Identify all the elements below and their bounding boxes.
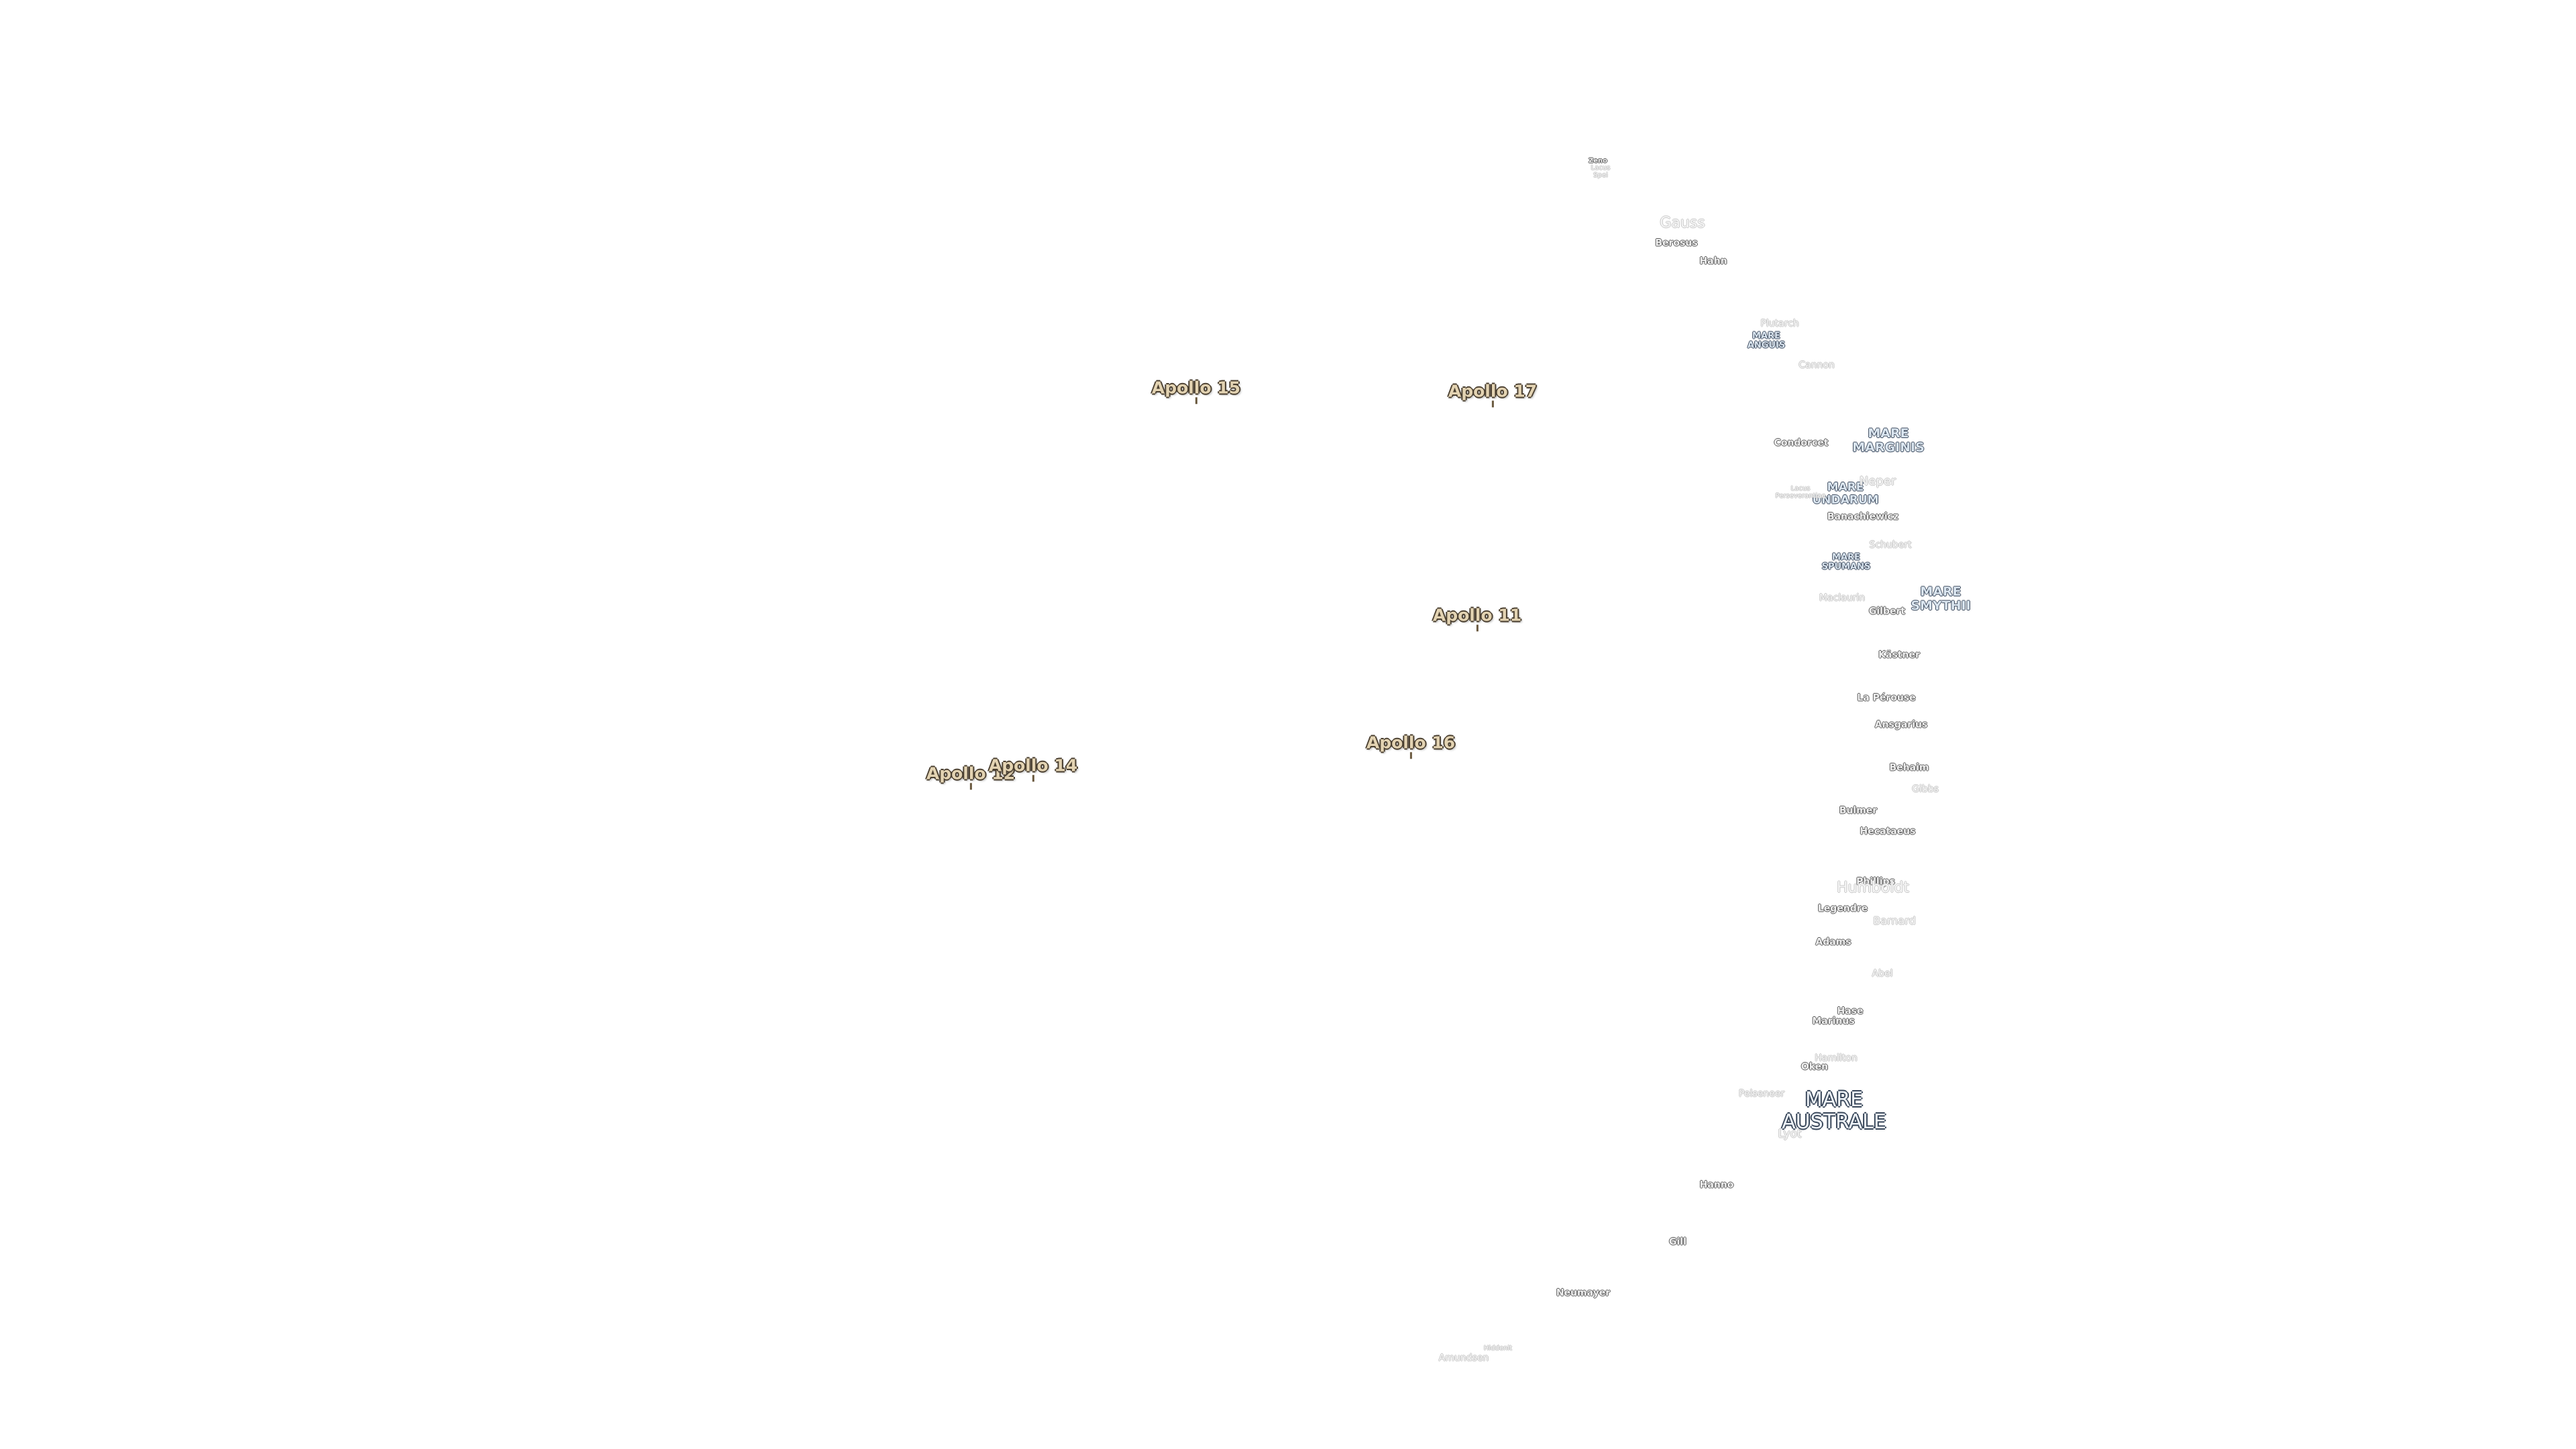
mare-australe-label[interactable]: MARE AUSTRALE: [1782, 1088, 1886, 1134]
crater-label[interactable]: Bulmer: [1839, 805, 1878, 816]
landing-marker-icon: [1032, 774, 1034, 782]
crater-label[interactable]: Hase: [1837, 1006, 1864, 1017]
crater-label[interactable]: Marinus: [1812, 1016, 1855, 1027]
apollo-17-label[interactable]: Apollo 17: [1448, 382, 1537, 407]
crater-label[interactable]: Zeno: [1588, 157, 1608, 165]
apollo-15-label[interactable]: Apollo 15: [1152, 378, 1240, 404]
crater-label[interactable]: Gauss: [1660, 214, 1705, 231]
crater-label[interactable]: Abel: [1872, 968, 1893, 979]
crater-label[interactable]: Gibbs: [1912, 784, 1939, 795]
crater-label[interactable]: Neper: [1859, 474, 1896, 489]
crater-label[interactable]: Berosus: [1655, 237, 1698, 249]
crater-label[interactable]: Phillips: [1856, 876, 1895, 888]
crater-label[interactable]: Hanno: [1699, 1179, 1734, 1191]
crater-label[interactable]: Lacus Spei: [1591, 164, 1611, 179]
landing-marker-icon: [1476, 624, 1479, 631]
crater-label[interactable]: Lacus Perseverantiae: [1775, 485, 1826, 500]
crater-label[interactable]: Banachiewicz: [1827, 511, 1899, 523]
crater-label[interactable]: Hahn: [1699, 256, 1727, 267]
crater-label[interactable]: Pelseneer: [1738, 1088, 1785, 1099]
landing-marker-icon: [1409, 751, 1412, 759]
crater-label[interactable]: Hecataeus: [1860, 826, 1916, 837]
crater-label[interactable]: Neumayer: [1556, 1287, 1611, 1299]
crater-label[interactable]: Lyot: [1778, 1127, 1802, 1141]
crater-label[interactable]: Schubert: [1869, 539, 1912, 551]
crater-label[interactable]: Humboldt: [1836, 879, 1910, 896]
landing-marker-icon: [1491, 400, 1494, 407]
crater-label[interactable]: Gill: [1669, 1236, 1686, 1248]
crater-label[interactable]: Maclaurin: [1819, 592, 1866, 604]
apollo-14-label[interactable]: Apollo 14: [989, 756, 1077, 782]
apollo-11-label[interactable]: Apollo 11: [1433, 606, 1521, 631]
crater-label[interactable]: Oken: [1801, 1061, 1829, 1073]
apollo-12-label[interactable]: Apollo 12: [926, 764, 1015, 790]
mare-marginis-label[interactable]: MARE MARGINIS: [1852, 426, 1925, 455]
landing-marker-icon: [969, 782, 972, 790]
crater-label[interactable]: Behaim: [1889, 762, 1929, 773]
crater-label[interactable]: La Pérouse: [1857, 692, 1916, 704]
crater-label[interactable]: Gilbert: [1868, 606, 1906, 617]
crater-label[interactable]: Barnard: [1873, 914, 1916, 928]
crater-label[interactable]: Cannon: [1799, 360, 1835, 371]
crater-label[interactable]: Plutarch: [1760, 318, 1799, 329]
crater-label[interactable]: Adams: [1815, 936, 1851, 948]
crater-label[interactable]: Legendre: [1817, 903, 1868, 914]
crater-label[interactable]: Ansgarius: [1874, 719, 1928, 731]
crater-label[interactable]: Hamilton: [1815, 1053, 1858, 1064]
apollo-16-label[interactable]: Apollo 16: [1366, 733, 1455, 759]
crater-label[interactable]: Hiddenit: [1483, 1344, 1513, 1352]
landing-marker-icon: [1195, 396, 1197, 404]
mare-undarum-label[interactable]: MARE UNDARUM: [1812, 480, 1879, 506]
mare-smythii-label[interactable]: MARE SMYTHII: [1911, 584, 1971, 613]
crater-label[interactable]: Condorcet: [1774, 437, 1829, 449]
mare-anguis-label[interactable]: MARE ANGUIS: [1747, 331, 1786, 351]
crater-label[interactable]: Kästner: [1878, 649, 1920, 661]
mare-spumans-label[interactable]: MARE SPUMANS: [1821, 552, 1871, 572]
crater-label[interactable]: Amundsen: [1438, 1352, 1489, 1364]
